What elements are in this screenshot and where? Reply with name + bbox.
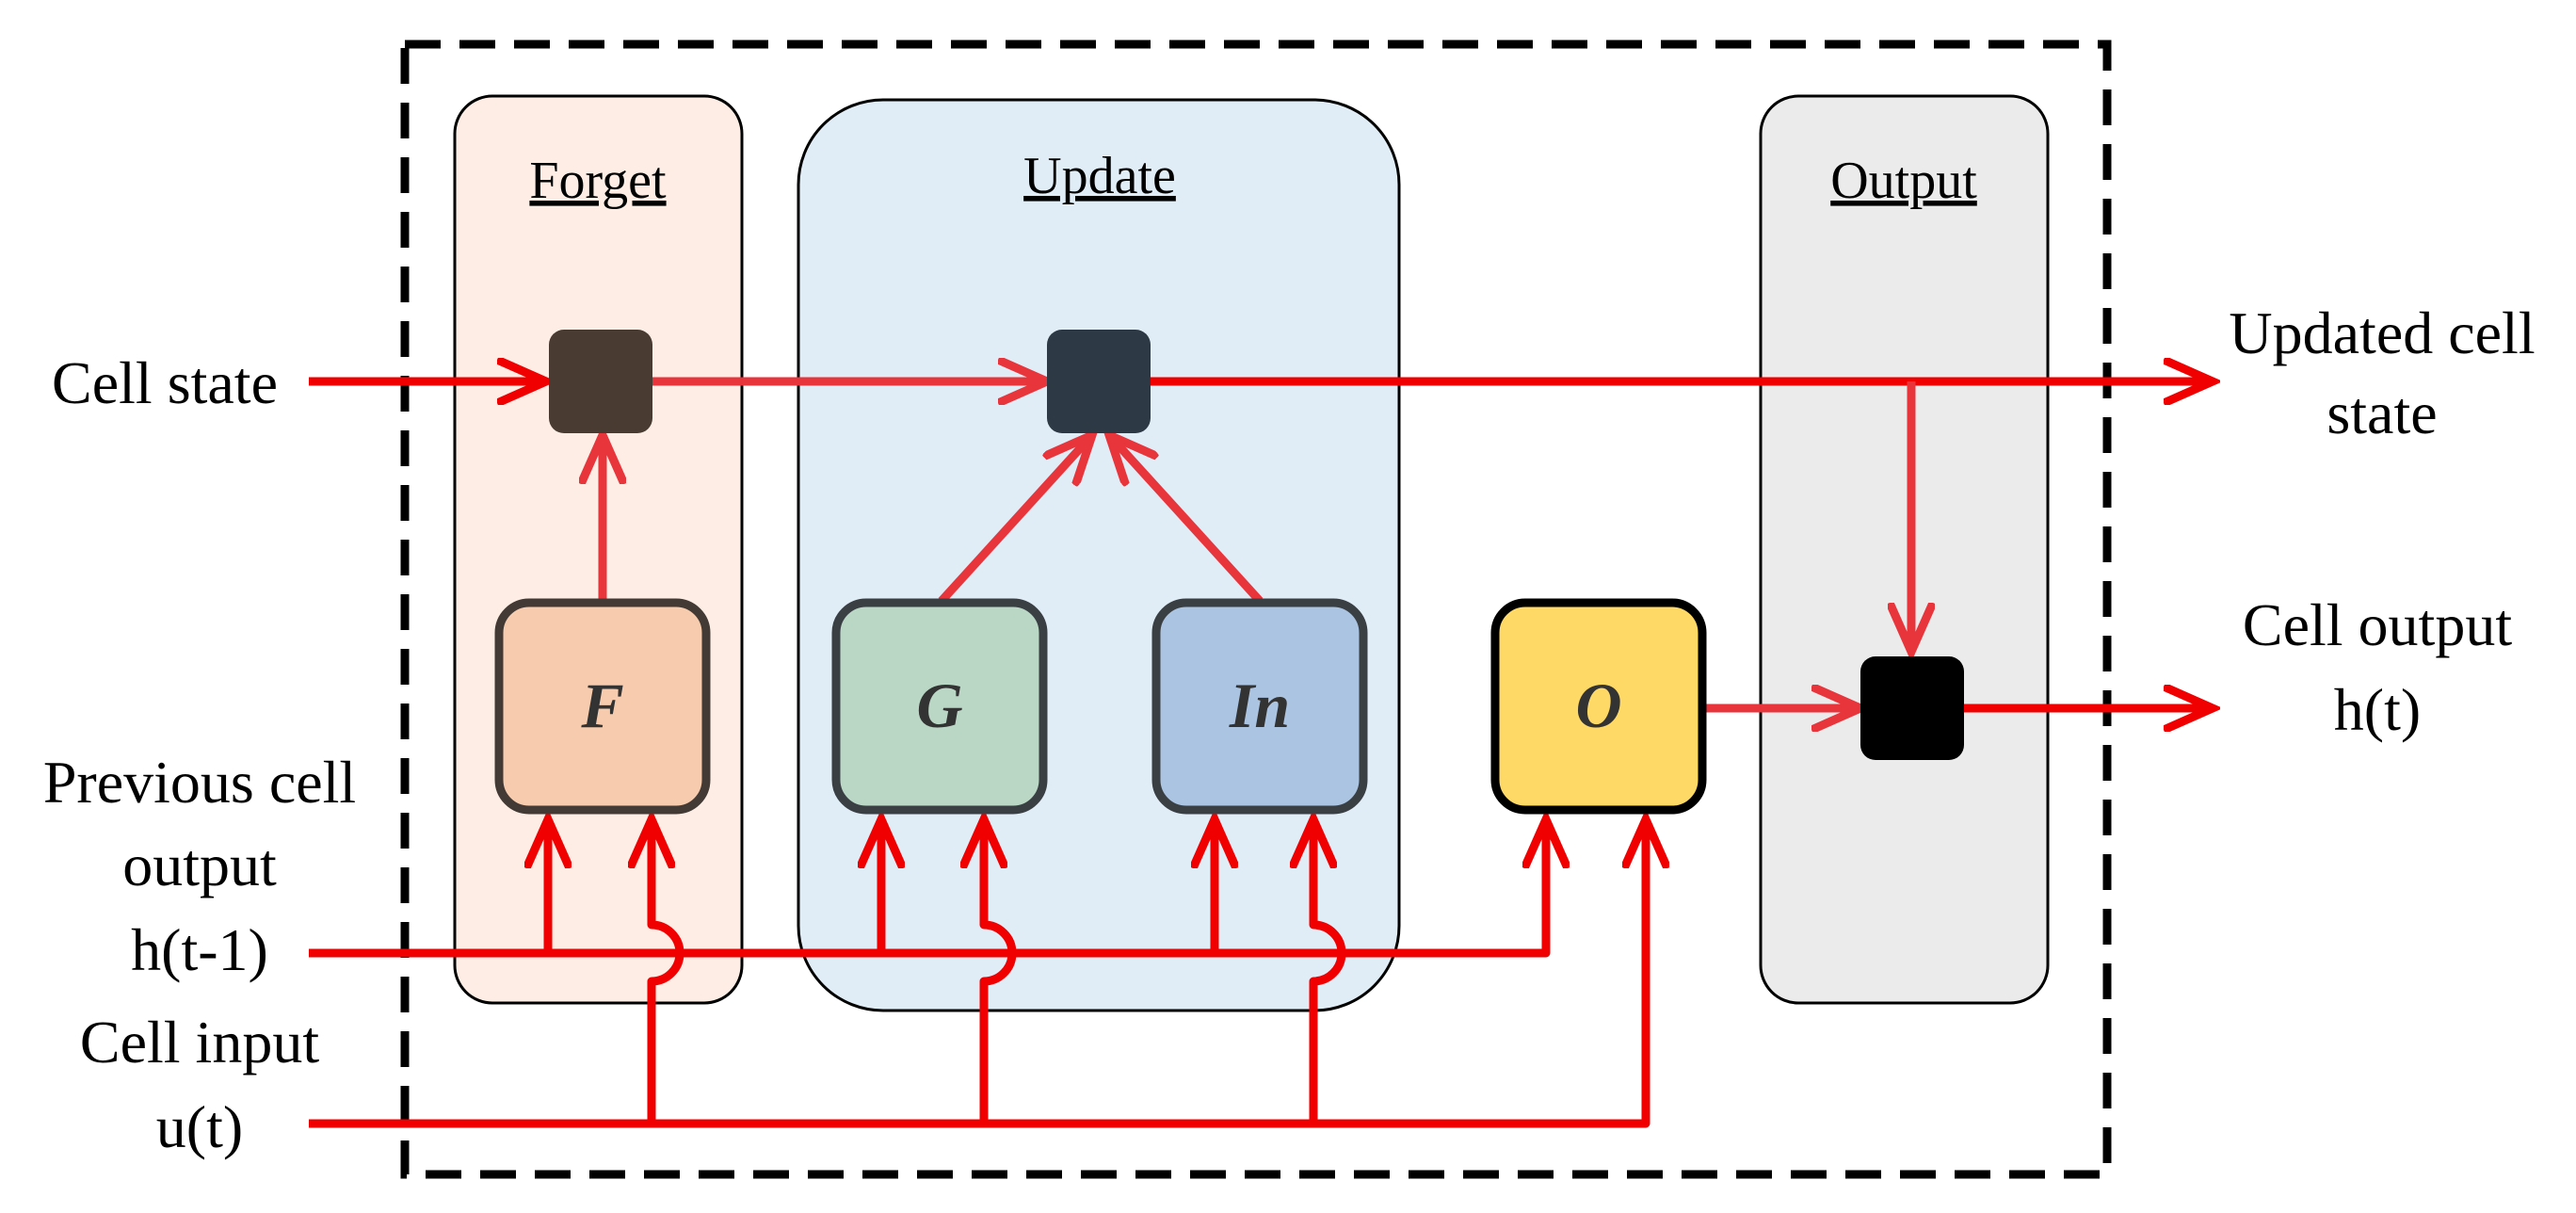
output-panel: [1759, 94, 2050, 1005]
input-gate-label: In: [1229, 670, 1290, 741]
output-gate-o: O: [1490, 598, 1707, 815]
output-multiply-node: [1860, 656, 1964, 760]
output-section-title: Output: [1830, 152, 1977, 210]
cell-input-to-f-wire: [652, 819, 684, 1124]
candidate-gate-g: G: [831, 598, 1048, 815]
forget-multiply-node: [549, 330, 652, 433]
updated-state-label-line2: state: [2326, 380, 2437, 446]
cell-output-label-line2: h(t): [2334, 676, 2421, 743]
forget-gate-label: F: [580, 670, 623, 741]
forget-section-title: Forget: [529, 152, 667, 210]
update-panel: [797, 98, 1401, 1012]
cell-input-label-line2: u(t): [156, 1093, 243, 1160]
update-add-node: [1047, 330, 1151, 433]
prev-output-label-line3: h(t-1): [131, 916, 268, 983]
output-gate-label: O: [1575, 670, 1621, 741]
cell-state-label: Cell state: [52, 349, 278, 416]
cell-boundary: [400, 40, 2112, 1179]
update-section-title: Update: [1023, 147, 1176, 205]
cell-input-label-line1: Cell input: [80, 1009, 319, 1076]
input-gate-in: In: [1151, 598, 1368, 815]
prev-output-label-line1: Previous cell: [43, 749, 356, 816]
cell-output-label-line1: Cell output: [2243, 591, 2512, 658]
candidate-gate-label: G: [916, 670, 962, 741]
prev-output-bus: [309, 819, 1546, 958]
cell-input-to-g-wire: [984, 819, 1017, 1124]
prev-output-label-line2: output: [122, 832, 277, 898]
g-to-update-mult-wire: [938, 435, 1092, 605]
forget-gate-f: F: [494, 598, 711, 815]
updated-state-label-line1: Updated cell: [2229, 299, 2535, 366]
cell-input-bus: [309, 819, 1646, 1128]
in-to-update-mult-wire: [1109, 435, 1264, 605]
cell-input-to-in-wire: [1313, 819, 1346, 1124]
